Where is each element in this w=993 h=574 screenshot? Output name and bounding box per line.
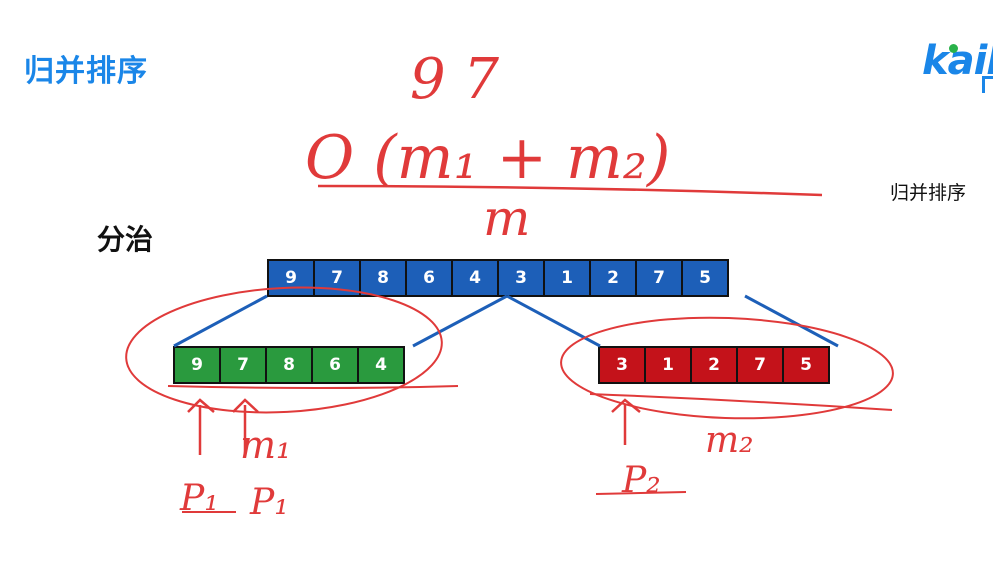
array-cell: 7 (738, 348, 784, 382)
handwritten-denominator: m (483, 189, 530, 247)
array-right-half: 3 1 2 7 5 (598, 346, 830, 384)
left-pointer (187, 398, 215, 455)
handwritten-digits: 9 7 (410, 47, 499, 112)
array-cell: 2 (692, 348, 738, 382)
array-cell: 4 (359, 348, 403, 382)
array-left-half: 9 7 8 6 4 (173, 346, 405, 384)
logo-mark-icon (982, 76, 993, 93)
left-pointer (232, 398, 259, 455)
array-cell: 5 (683, 261, 727, 295)
handwritten-m1: m₁ (240, 423, 291, 467)
handwritten-p2: P₂ (621, 460, 661, 501)
brand-logo: kaik (918, 38, 993, 94)
array-cell: 2 (591, 261, 637, 295)
array-cell: 9 (269, 261, 315, 295)
logo-dot-icon (949, 44, 958, 53)
right-pointer (611, 398, 641, 445)
array-full: 9 7 8 6 4 3 1 2 7 5 (267, 259, 729, 297)
right-underline (589, 393, 893, 411)
array-cell: 8 (361, 261, 407, 295)
array-cell: 6 (407, 261, 453, 295)
handwritten-p1-right: P₁ (249, 482, 289, 523)
array-cell: 8 (267, 348, 313, 382)
fraction-bar (317, 184, 823, 197)
array-cell: 3 (499, 261, 545, 295)
handwritten-formula: O (m₁ + m₂) (305, 123, 670, 193)
handwritten-p1-left: P₁ (179, 478, 219, 519)
connector-line (744, 294, 839, 348)
array-cell: 4 (453, 261, 499, 295)
section-label: 分治 (97, 223, 154, 256)
array-cell: 7 (315, 261, 361, 295)
array-cell: 5 (784, 348, 828, 382)
connector-line (506, 294, 601, 348)
array-cell: 6 (313, 348, 359, 382)
array-cell: 3 (600, 348, 646, 382)
side-label: 归并排序 (890, 182, 967, 204)
array-cell: 9 (175, 348, 221, 382)
array-cell: 7 (637, 261, 683, 295)
left-underline (167, 385, 459, 389)
handwritten-m2: m₂ (705, 420, 754, 461)
right-p-underline (595, 491, 687, 495)
array-cell: 1 (545, 261, 591, 295)
connector-line (173, 294, 268, 348)
array-cell: 1 (646, 348, 692, 382)
page-title: 归并排序 (24, 54, 148, 89)
array-cell: 7 (221, 348, 267, 382)
connector-line (412, 294, 508, 348)
